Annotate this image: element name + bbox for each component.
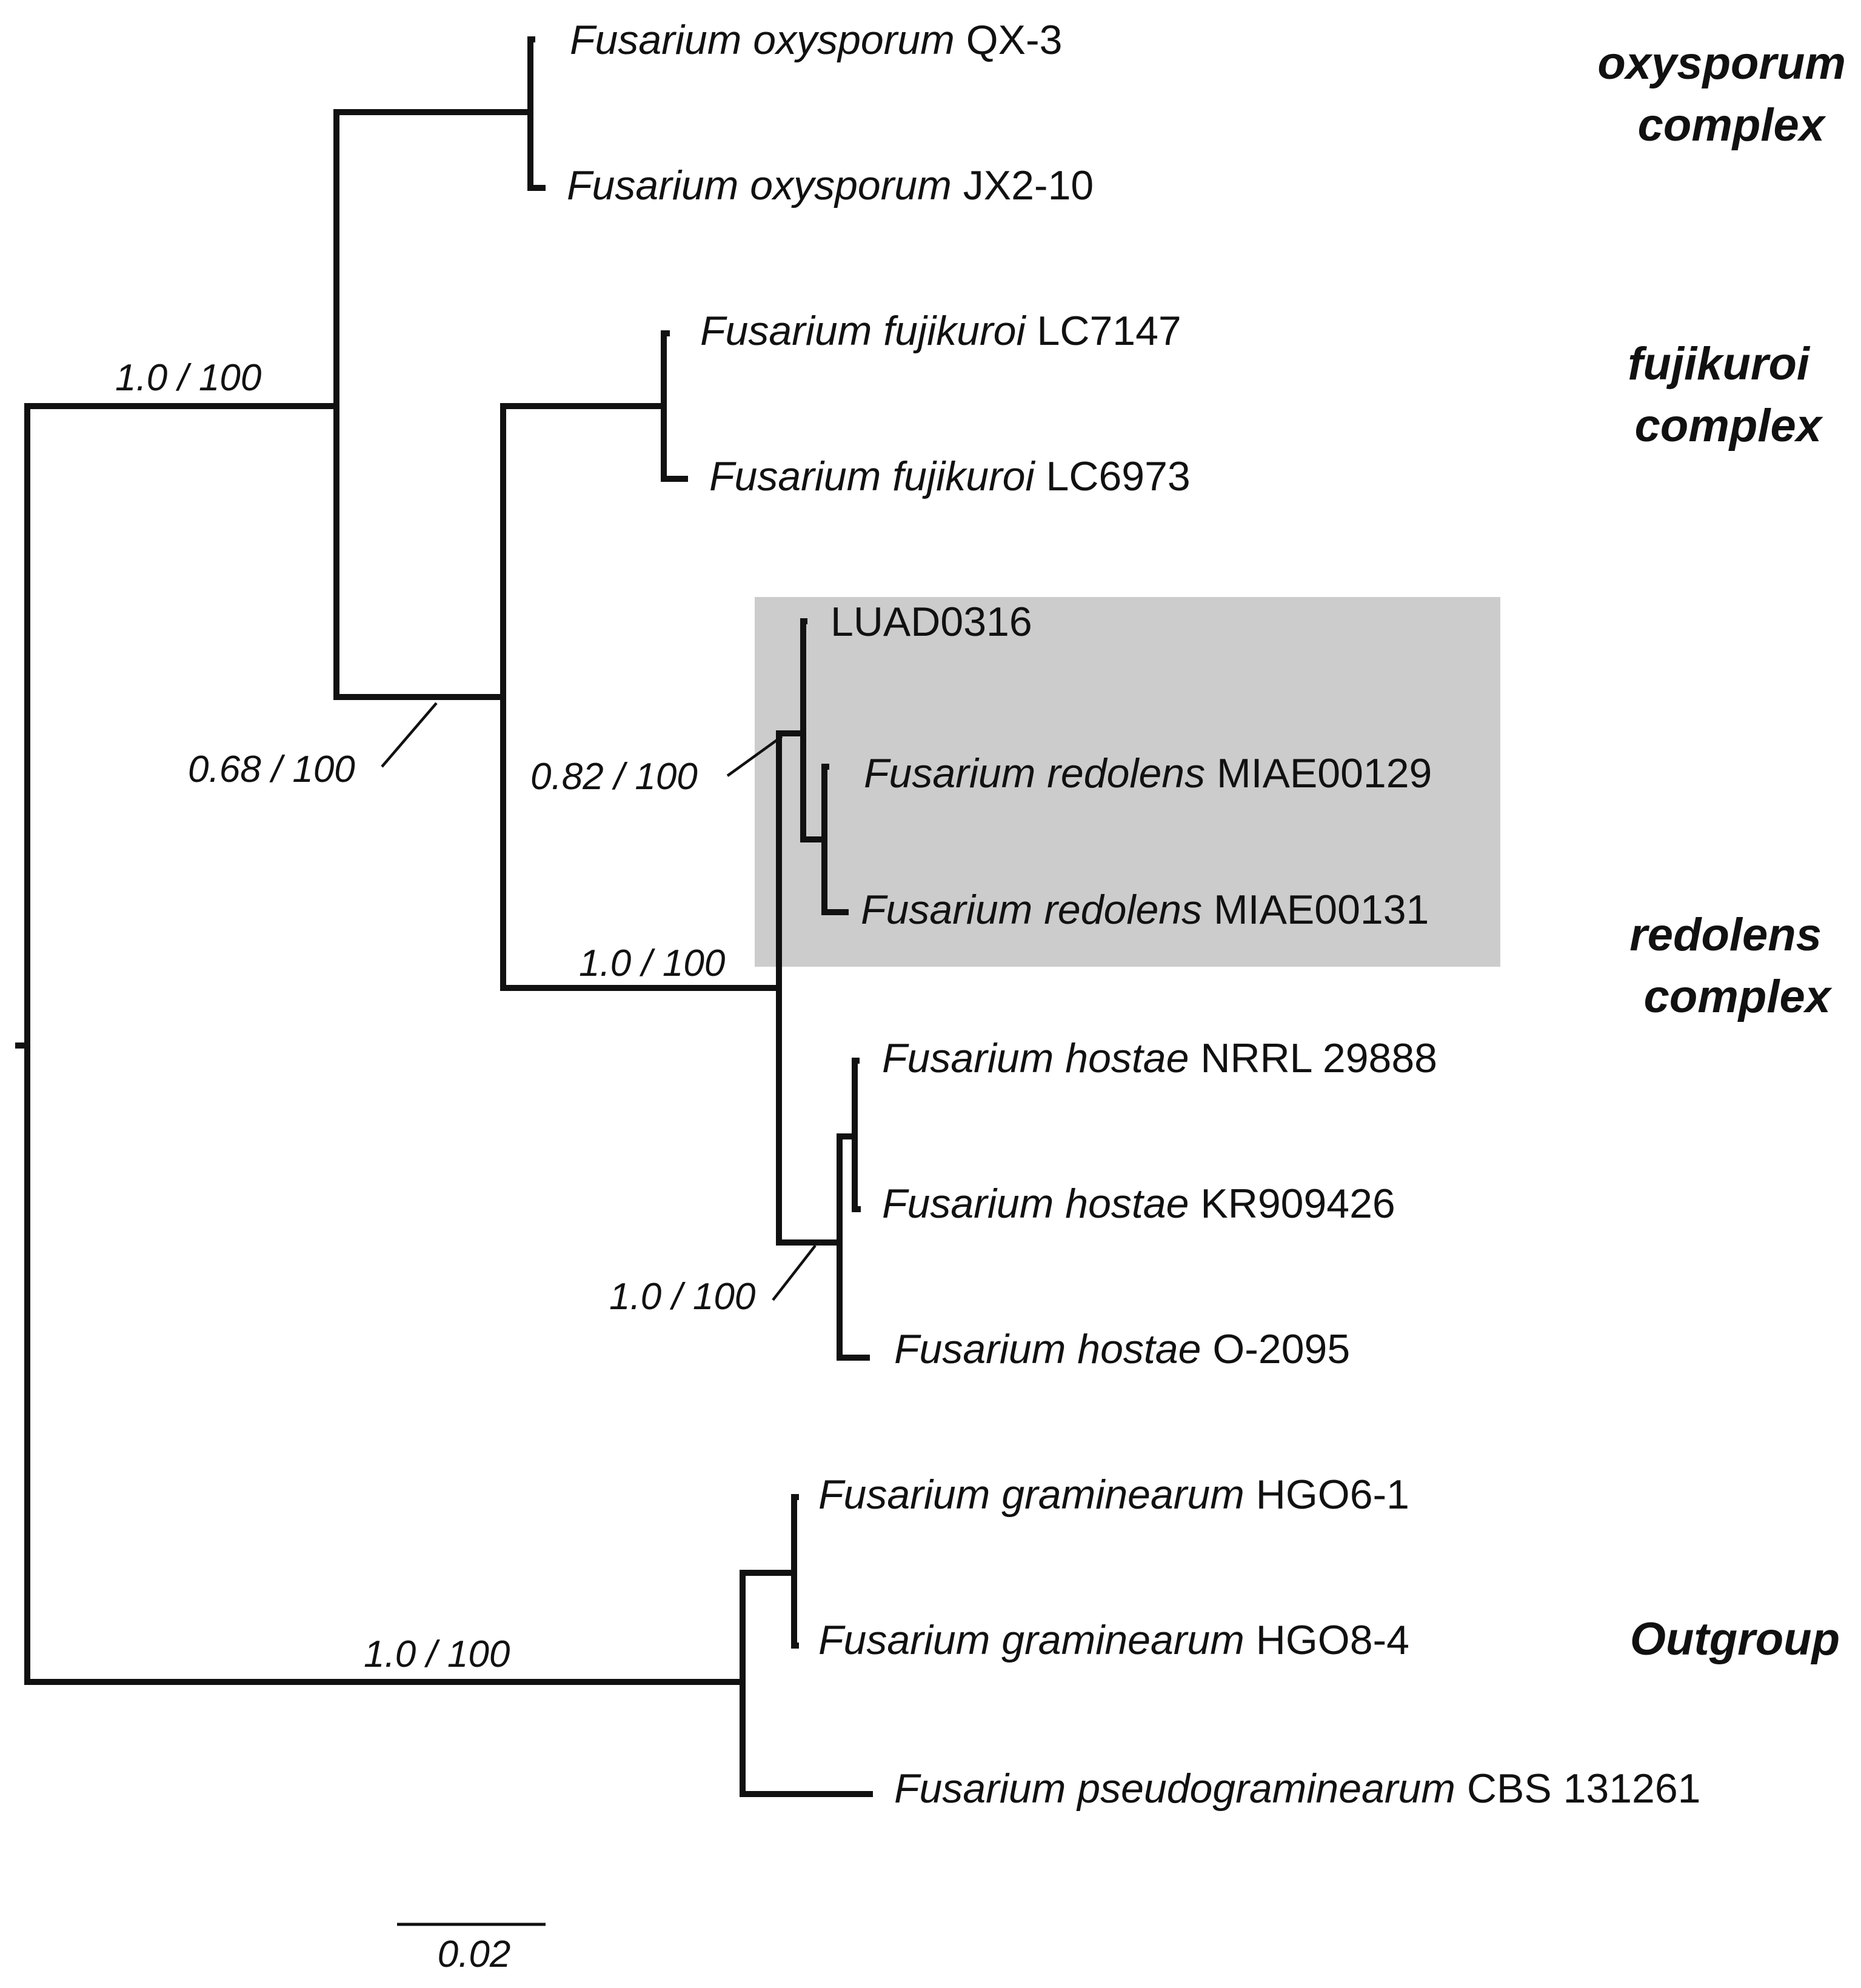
leader-s2 (381, 702, 438, 768)
tip-label-o2095: Fusarium hostae O-2095 (894, 1326, 1350, 1372)
support-values: 1.0 / 100 0.68 / 100 0.82 / 100 1.0 / 10… (115, 357, 755, 1675)
group-label-redolens-complex: complex (1644, 971, 1833, 1022)
tip-label-qx3: Fusarium oxysporum QX-3 (570, 17, 1062, 63)
tip-label-jx210: Fusarium oxysporum JX2-10 (567, 162, 1094, 208)
support-label-hostae: 1.0 / 100 (609, 1276, 755, 1318)
support-label-ingroup: 1.0 / 100 (115, 357, 261, 399)
group-label-redolens: redolens (1629, 909, 1822, 961)
leader-s3 (726, 735, 783, 777)
tip-label-nrrl29888: Fusarium hostae NRRL 29888 (882, 1035, 1437, 1081)
group-label-outgroup: Outgroup (1630, 1613, 1840, 1665)
tip-label-hgo61: Fusarium graminearum HGO6-1 (818, 1472, 1409, 1518)
scale-bar: 0.02 (397, 1923, 546, 1975)
scale-bar-label: 0.02 (438, 1933, 511, 1975)
support-label-redolens-subclade: 0.82 / 100 (530, 756, 698, 798)
tree-branches (15, 36, 873, 1797)
support-leaders (381, 702, 817, 1301)
group-labels: oxysporum complex fujikuroi complex redo… (1597, 38, 1846, 1665)
group-label-fujikuroi: fujikuroi (1628, 338, 1811, 390)
leader-s5 (772, 1244, 817, 1301)
tip-label-cbs131261: Fusarium pseudograminearum CBS 131261 (894, 1766, 1701, 1812)
group-label-oxysporum-complex: complex (1638, 99, 1826, 151)
tip-label-luad0316: LUAD0316 (830, 599, 1032, 645)
support-label-fujikuroi-redolens: 0.68 / 100 (188, 749, 355, 790)
tip-label-lc7147: Fusarium fujikuroi LC7147 (700, 308, 1181, 354)
group-label-oxysporum: oxysporum (1597, 38, 1846, 89)
support-label-outgroup: 1.0 / 100 (364, 1633, 510, 1675)
tip-labels: Fusarium oxysporum QX-3 Fusarium oxyspor… (567, 17, 1701, 1812)
support-label-redolens-complex: 1.0 / 100 (579, 942, 725, 984)
tip-label-lc6973: Fusarium fujikuroi LC6973 (709, 453, 1191, 499)
tip-label-miae00129: Fusarium redolens MIAE00129 (864, 750, 1432, 796)
group-label-fujikuroi-complex: complex (1635, 400, 1823, 452)
highlight-box (755, 597, 1500, 967)
tip-label-miae00131: Fusarium redolens MIAE00131 (861, 887, 1429, 933)
tip-label-kr909426: Fusarium hostae KR909426 (882, 1181, 1395, 1227)
tip-label-hgo84: Fusarium graminearum HGO8-4 (818, 1617, 1409, 1663)
